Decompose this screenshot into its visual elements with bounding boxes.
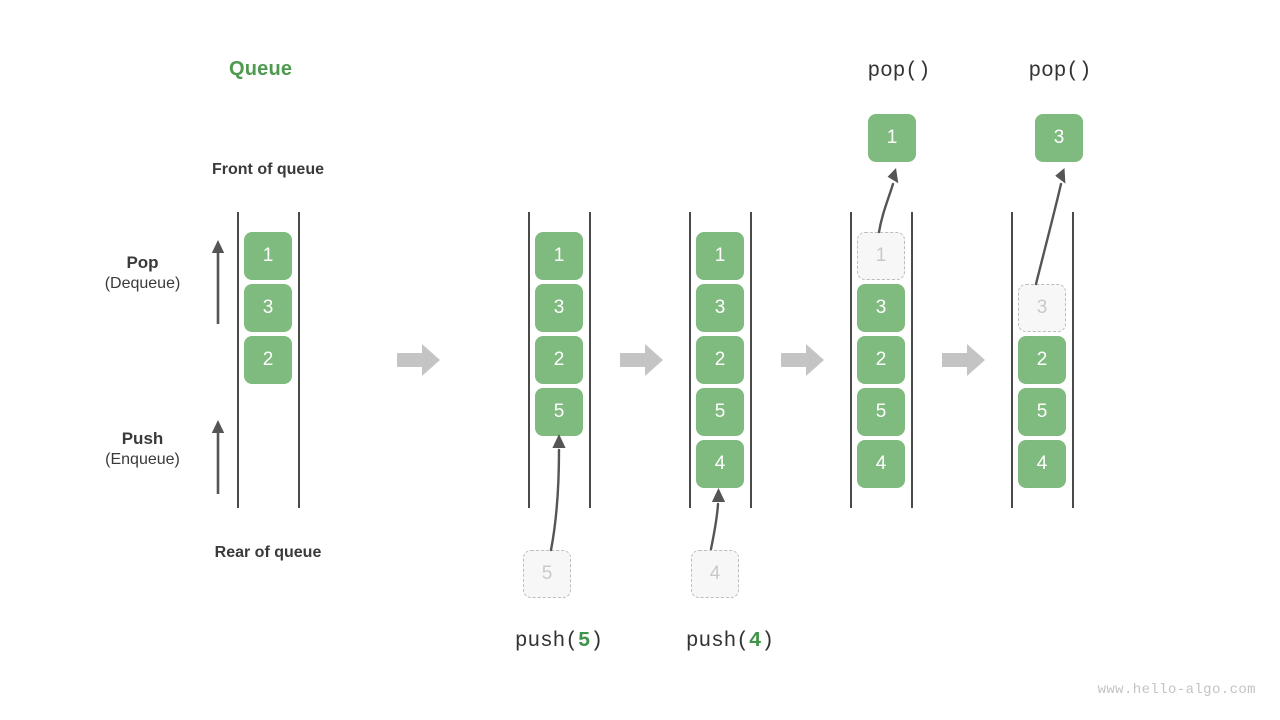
queue-cell: 1 — [696, 232, 744, 280]
pop-1-arrow-icon — [870, 162, 910, 234]
queue-cell: 3 — [857, 284, 905, 332]
incoming-ghost-cell: 5 — [523, 550, 571, 598]
rear-of-queue-label: Rear of queue — [214, 544, 322, 561]
pop-legend-sub: (Dequeue) — [104, 275, 181, 292]
queue-cell: 3 — [244, 284, 292, 332]
panel-pop-1-rail-left — [850, 212, 852, 508]
push-legend-main: Push — [121, 429, 164, 448]
pop-direction-arrow-icon — [206, 238, 230, 324]
call-suffix: ) — [761, 630, 775, 653]
queue-cell-ghost: 3 — [1018, 284, 1066, 332]
panel-pop-3-rail-left — [1011, 212, 1013, 508]
queue-cell: 5 — [535, 388, 583, 436]
queue-cell-ghost: 1 — [857, 232, 905, 280]
flow-arrow-icon — [397, 342, 441, 378]
front-of-queue-label: Front of queue — [212, 161, 324, 178]
queue-cell: 2 — [857, 336, 905, 384]
push-4-arrow-icon — [702, 482, 738, 552]
flow-arrow-icon — [942, 342, 986, 378]
call-arg: 5 — [577, 630, 591, 653]
push-direction-arrow-icon — [206, 418, 230, 494]
queue-cell: 5 — [696, 388, 744, 436]
panel-initial-rail-right — [298, 212, 300, 508]
call-arg: 4 — [748, 630, 762, 653]
push-5-arrow-icon — [540, 428, 580, 553]
pop-1-call-label: pop() — [867, 60, 931, 83]
queue-cell: 4 — [1018, 440, 1066, 488]
panel-push-5-rail-right — [589, 212, 591, 508]
popped-cell: 1 — [868, 114, 916, 162]
panel-push-4-rail-right — [750, 212, 752, 508]
call-prefix: push( — [685, 630, 749, 653]
push-legend-label: Push (Enqueue) — [60, 428, 225, 471]
queue-cell: 5 — [857, 388, 905, 436]
queue-cell: 2 — [244, 336, 292, 384]
push-5-call-label: push(5) — [479, 630, 639, 653]
queue-cell: 4 — [857, 440, 905, 488]
flow-arrow-icon — [781, 342, 825, 378]
queue-cell: 1 — [244, 232, 292, 280]
queue-cell: 2 — [696, 336, 744, 384]
watermark: www.hello-algo.com — [1097, 682, 1256, 698]
flow-arrow-icon — [620, 342, 664, 378]
queue-cell: 2 — [1018, 336, 1066, 384]
pop-3-arrow-icon — [1028, 162, 1078, 287]
queue-cell: 5 — [1018, 388, 1066, 436]
page-title: Queue — [229, 58, 293, 80]
call-prefix: push( — [514, 630, 578, 653]
popped-cell: 3 — [1035, 114, 1083, 162]
panel-pop-1-rail-right — [911, 212, 913, 508]
queue-cell: 4 — [696, 440, 744, 488]
queue-cell: 2 — [535, 336, 583, 384]
panel-initial-rail-left — [237, 212, 239, 508]
panel-pop-3-rail-right — [1072, 212, 1074, 508]
pop-legend-label: Pop (Dequeue) — [60, 252, 225, 295]
panel-push-4-rail-left — [689, 212, 691, 508]
pop-legend-main: Pop — [126, 253, 159, 272]
incoming-ghost-cell: 4 — [691, 550, 739, 598]
push-4-call-label: push(4) — [650, 630, 810, 653]
queue-cell: 3 — [535, 284, 583, 332]
pop-3-call-label: pop() — [1028, 60, 1092, 83]
call-suffix: ) — [590, 630, 604, 653]
queue-cell: 3 — [696, 284, 744, 332]
queue-cell: 1 — [535, 232, 583, 280]
panel-push-5-rail-left — [528, 212, 530, 508]
push-legend-sub: (Enqueue) — [105, 451, 180, 468]
